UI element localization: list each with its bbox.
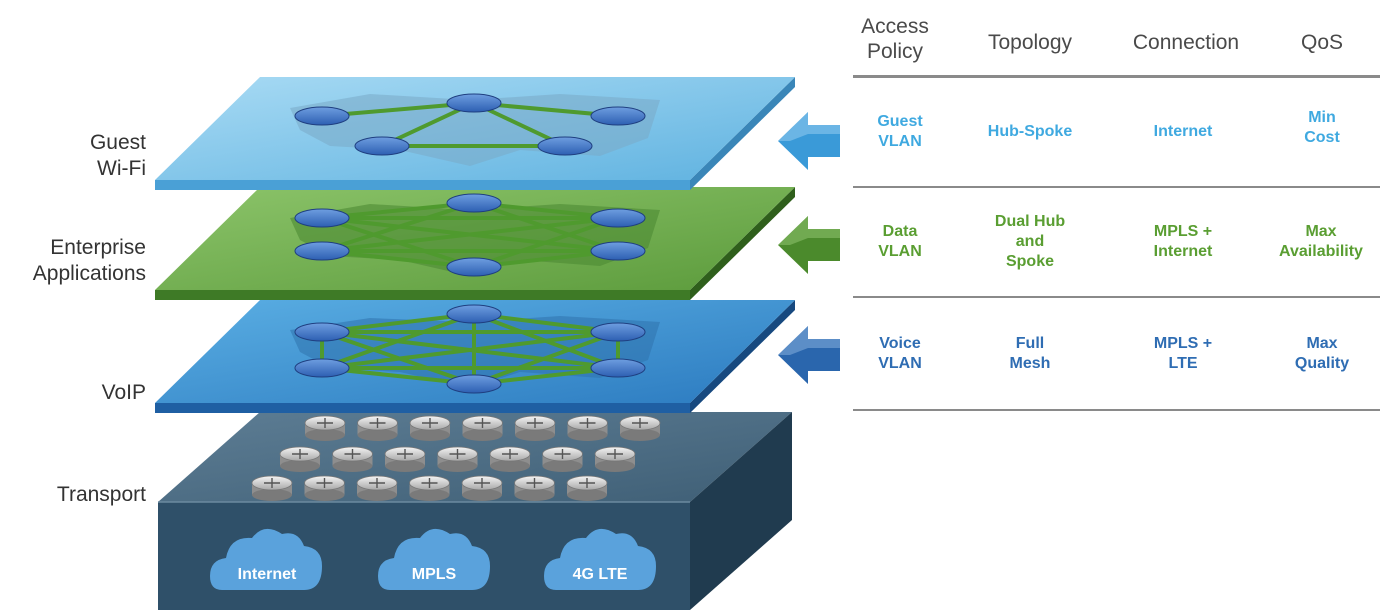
guest-access-policy: Guest VLAN [877, 113, 923, 150]
voip-link [473, 330, 619, 386]
cloud-label-internet: Internet [238, 566, 297, 583]
enterprise-node [446, 193, 502, 213]
voip-access-policy: Voice VLAN [878, 335, 922, 372]
guest-node [537, 136, 593, 156]
voip-node [294, 358, 350, 378]
voip-link [321, 330, 619, 370]
guest-plane [155, 77, 795, 190]
guest-node [446, 93, 502, 113]
router-icon [409, 475, 450, 501]
voip-node [294, 322, 350, 342]
enterprise-link [321, 216, 619, 253]
row-divider-3 [853, 409, 1380, 411]
guest-arrow-icon [778, 112, 840, 170]
cloud-mpls: MPLS [378, 528, 490, 590]
enterprise-node [294, 208, 350, 228]
voip-link [321, 312, 475, 370]
row-divider-1 [853, 186, 1380, 188]
router-icon [356, 475, 398, 501]
cloud-internet: Internet [210, 528, 322, 590]
enterprise-connection: MPLS + Internet [1153, 223, 1213, 260]
layer-label-voip: VoIP [101, 381, 146, 404]
header-divider [853, 75, 1380, 78]
enterprise-link [473, 216, 619, 269]
enterprise-link [321, 201, 475, 253]
layer-stack-diagram: Internet MPLS 4G LTE [155, 77, 795, 610]
router-icon [567, 415, 608, 441]
router-icon [304, 415, 346, 441]
router-icon [542, 446, 583, 472]
enterprise-nodes [294, 193, 646, 277]
voip-node [446, 304, 502, 324]
header-connection: Connection [1132, 31, 1240, 54]
enterprise-access-policy: Data VLAN [878, 223, 922, 260]
enterprise-node [446, 257, 502, 277]
guest-node [294, 106, 350, 126]
router-icon [279, 446, 321, 472]
guest-nodes [294, 93, 646, 156]
voip-plane [155, 300, 795, 413]
router-icon [594, 446, 636, 472]
voip-nodes [294, 304, 646, 394]
voip-node [446, 374, 502, 394]
header-topology: Topology [987, 31, 1073, 54]
enterprise-node [294, 241, 350, 261]
voip-connection: MPLS + LTE [1153, 335, 1213, 372]
cloud-label-mpls: MPLS [412, 566, 457, 583]
enterprise-hub-links [321, 201, 619, 269]
guest-node [354, 136, 410, 156]
enterprise-node [590, 208, 646, 228]
router-icon [461, 475, 503, 501]
enterprise-arrow-icon [778, 216, 840, 274]
router-grid [251, 415, 661, 501]
router-icon [332, 446, 373, 472]
router-icon [566, 475, 608, 501]
router-icon [384, 446, 426, 472]
cloud-4g-lte: 4G LTE [544, 528, 656, 590]
enterprise-node [590, 241, 646, 261]
cloud-label-4g-lte: 4G LTE [573, 566, 628, 583]
layer-label-enterprise-applications: Enterprise Applications [32, 236, 146, 285]
voip-qos: Max Quality [1294, 335, 1350, 372]
router-icon [437, 446, 478, 472]
router-icon [619, 415, 661, 441]
layer-label-transport: Transport [56, 483, 146, 506]
voip-node [590, 322, 646, 342]
guest-connection: Internet [1153, 123, 1213, 140]
voip-node [590, 358, 646, 378]
enterprise-plane [155, 187, 795, 300]
router-icon [304, 475, 345, 501]
voip-topology: Full Mesh [1009, 335, 1051, 372]
router-icon [251, 475, 293, 501]
guest-qos: Min Cost [1304, 109, 1340, 146]
row-divider-2 [853, 296, 1380, 298]
router-icon [462, 415, 503, 441]
guest-node [590, 106, 646, 126]
header-qos: QoS [1300, 31, 1344, 54]
voip-arrow-icon [778, 326, 840, 384]
layer-label-guest-wifi: Guest Wi-Fi [89, 131, 146, 180]
header-access-policy: Access Policy [861, 15, 929, 63]
router-icon [409, 415, 451, 441]
enterprise-topology: Dual Hub and Spoke [994, 213, 1066, 270]
router-icon [357, 415, 398, 441]
router-icon [514, 475, 555, 501]
router-icon [514, 415, 556, 441]
enterprise-link [473, 201, 619, 253]
guest-topology: Hub-Spoke [987, 123, 1073, 140]
enterprise-link [321, 216, 475, 269]
enterprise-qos: Max Availability [1279, 223, 1363, 260]
router-icon [489, 446, 531, 472]
